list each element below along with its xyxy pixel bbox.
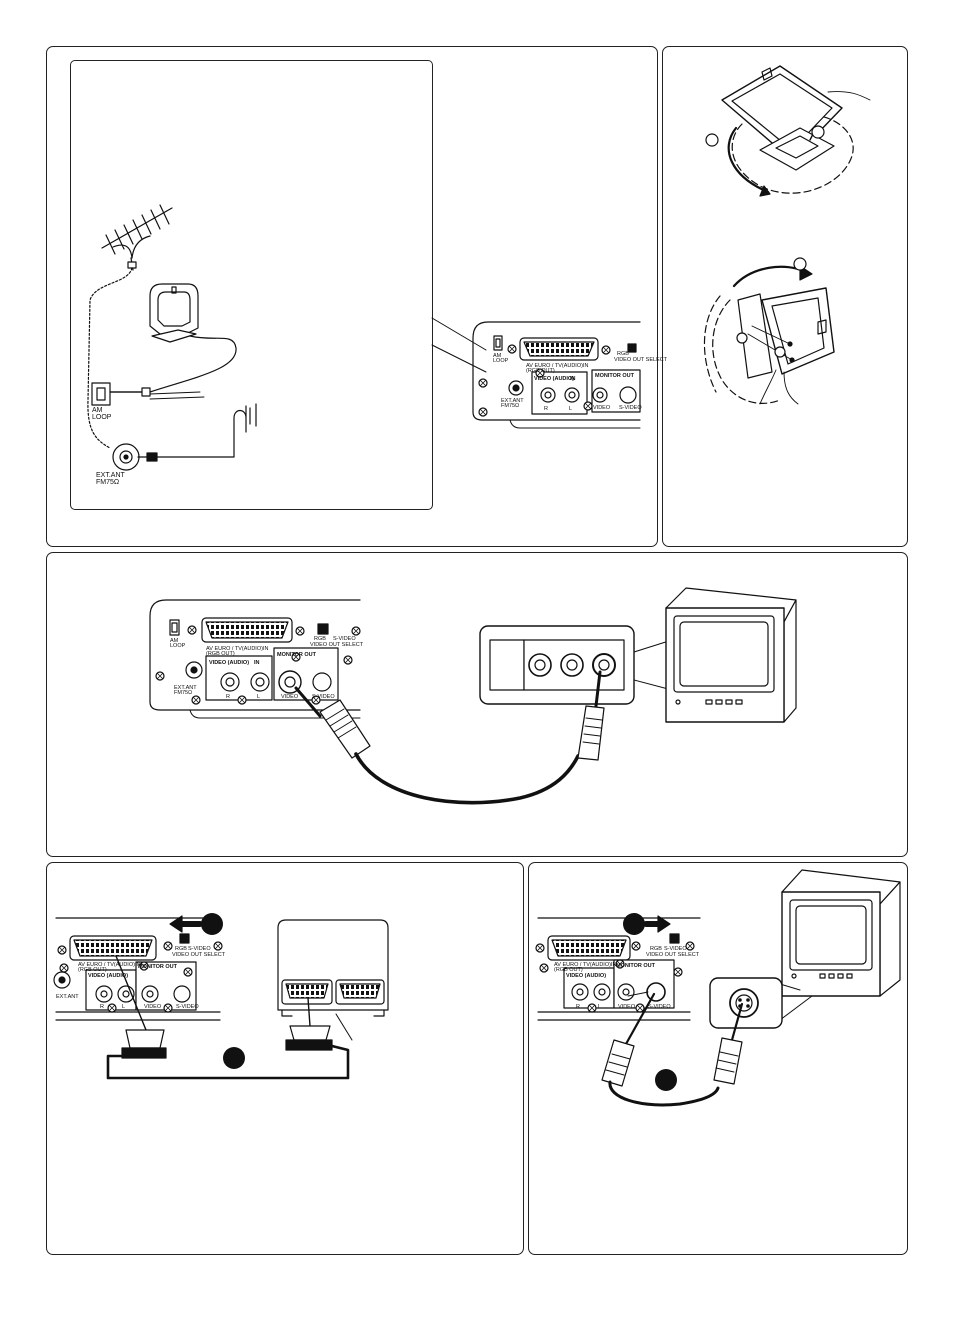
rp3-video-label: VIDEO: [144, 1004, 162, 1010]
rp1-monitor-out-label: MONITOR OUT: [595, 373, 635, 379]
tv-scart-pointer: [335, 1013, 353, 1041]
fm-feed-wire-dashed: [87, 267, 133, 449]
rear-panel-detail-2: [149, 599, 361, 719]
rp3-av-label: AV EURO / TV(AUDIO)IN: [78, 962, 140, 968]
rp2-extant-label: EXT.ANT: [174, 685, 197, 691]
rp1-rgb-label: RGB: [617, 351, 629, 357]
rp1-video-audio-label: VIDEO (AUDIO): [534, 376, 574, 382]
monitor-tv-2: [781, 869, 901, 997]
svideo-input-jack: [709, 977, 783, 1029]
rp3-extant-label: EXT.ANT: [56, 994, 79, 1000]
rear-panel-detail-4: [535, 917, 701, 1021]
fm-jack-label-2: FM75Ω: [96, 479, 119, 486]
antenna-inset-frame: [70, 60, 433, 510]
fm-antenna-jack: [112, 403, 257, 471]
am-loop-label-1: AM: [92, 407, 103, 414]
am-loop-terminal: [91, 382, 151, 406]
rp3-svideo-switch-label: S-VIDEO: [188, 946, 211, 952]
fm-jack-label-1: EXT.ANT: [96, 472, 126, 479]
rp4-l-label: L: [598, 1004, 601, 1010]
loop-antenna-step-2: [703, 257, 835, 405]
rp4-video-label: VIDEO: [618, 1004, 636, 1010]
loop-antenna-step-1: [705, 65, 871, 197]
rp3-video-out-select-label: VIDEO OUT SELECT: [172, 952, 226, 958]
am-loop-antenna: [107, 283, 237, 400]
tv-scart-sockets: [277, 919, 389, 1017]
rp1-r-label: R: [544, 406, 548, 412]
rp2-rgb-out-label: (RGB OUT): [206, 651, 235, 657]
rp3-rgb-out-label: (RGB OUT): [78, 967, 107, 973]
rp2-in-label: IN: [254, 660, 260, 666]
am-loop-label-2: LOOP: [92, 414, 112, 421]
rp4-av-label: AV EURO / TV(AUDIO)IN: [554, 962, 616, 968]
rp1-extant-label: EXT.ANT: [501, 398, 524, 404]
rp2-fm-label: FM75Ω: [174, 690, 192, 696]
callout-lines: [431, 317, 487, 373]
rp2-svideo-switch-label: S-VIDEO: [333, 636, 356, 642]
rp4-video-audio-label: VIDEO (AUDIO): [566, 973, 606, 979]
rear-panel-detail-1: [472, 321, 641, 429]
rp1-video-label: VIDEO: [593, 405, 611, 411]
rp3-video-audio-label: VIDEO (AUDIO): [88, 973, 128, 979]
svideo-callout-lines: [779, 983, 813, 1021]
rp4-rgb-label: RGB: [650, 946, 662, 952]
rp1-video-out-select-label: VIDEO OUT SELECT: [614, 357, 668, 363]
step-badge-3: [623, 913, 645, 935]
rp2-svideo-label: S-VIDEO: [312, 694, 335, 700]
scart-cable: [106, 955, 350, 1080]
rp2-monitor-out-label: MONITOR OUT: [277, 652, 317, 658]
switch-right-arrow-icon: [643, 915, 671, 933]
rp2-video-audio-label: VIDEO (AUDIO): [209, 660, 249, 666]
am-loop-wire: [107, 335, 237, 393]
rp4-r-label: R: [576, 1004, 580, 1010]
rp1-rgb-out-label: (RGB OUT): [526, 368, 555, 374]
video-cable: [294, 670, 605, 805]
rear-panel-detail-3: [53, 917, 223, 1021]
svideo-cable: [601, 991, 744, 1107]
rp2-loop-label: LOOP: [170, 643, 186, 649]
monitor-tv-1: [665, 587, 797, 723]
rp1-in-label: IN: [570, 376, 576, 382]
rp1-l-label: L: [569, 406, 572, 412]
rp4-monitor-out-label: MONITOR OUT: [616, 963, 656, 969]
monitor-input-jacks: [479, 625, 635, 705]
switch-left-arrow-icon: [169, 915, 203, 933]
rp2-av-label: AV EURO / TV(AUDIO)IN: [206, 646, 268, 652]
rp3-svideo-label: S-VIDEO: [176, 1004, 199, 1010]
rp1-loop-label: LOOP: [493, 358, 509, 364]
rp3-rgb-label: RGB: [175, 946, 187, 952]
rp4-svideo-label: S-VIDEO: [648, 1004, 671, 1010]
rp2-r-label: R: [226, 694, 230, 700]
rp2-am-label: AM: [170, 638, 179, 644]
rp2-l-label: L: [257, 694, 260, 700]
rp4-svideo-switch-label: S-VIDEO: [664, 946, 687, 952]
rp1-am-label: AM: [493, 353, 502, 359]
rp3-l-label: L: [122, 1004, 125, 1010]
rp3-r-label: R: [100, 1004, 104, 1010]
rp2-rgb-label: RGB: [314, 636, 326, 642]
step-badge-4: [655, 1069, 677, 1091]
rp2-video-label: VIDEO: [281, 694, 299, 700]
rp1-svideo-label: S-VIDEO: [619, 405, 642, 411]
rp4-video-out-select-label: VIDEO OUT SELECT: [646, 952, 700, 958]
rp2-video-out-select-label: VIDEO OUT SELECT: [310, 642, 364, 648]
step-badge-1: [201, 913, 223, 935]
rp1-fm-label: FM75Ω: [501, 403, 519, 409]
fm-yagi-antenna: [87, 204, 173, 449]
rp4-rgb-out-label: (RGB OUT): [554, 967, 583, 973]
rp1-av-label: AV EURO / TV(AUDIO)IN: [526, 363, 588, 369]
step-badge-2: [223, 1047, 245, 1069]
rp3-monitor-out-label: MONITOR OUT: [138, 964, 178, 970]
